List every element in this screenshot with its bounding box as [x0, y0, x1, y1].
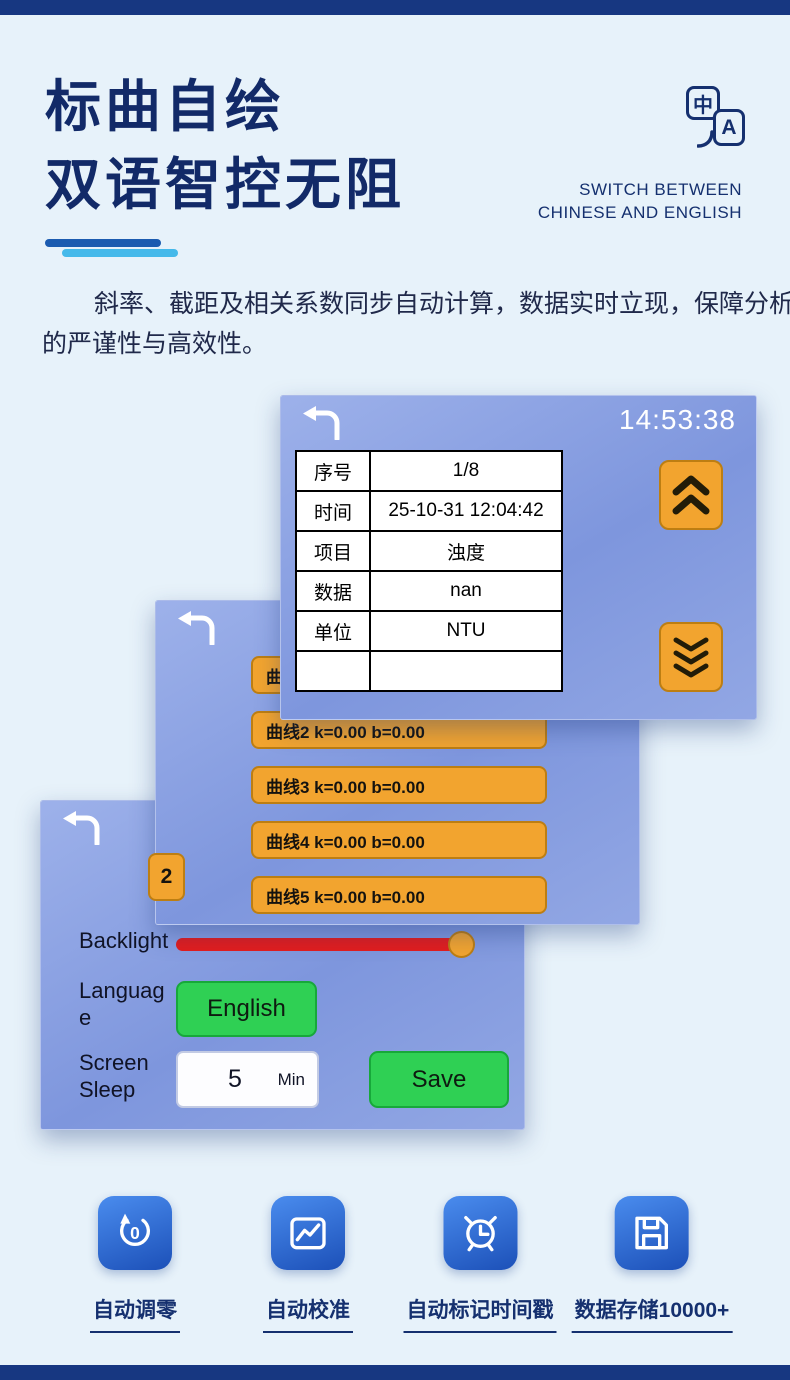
accent-bar-dark: [45, 239, 161, 247]
description: 斜率、截距及相关系数同步自动计算，数据实时立现，保障分析 的严谨性与高效性。: [42, 284, 790, 364]
table-row: 单位 NTU: [295, 610, 563, 652]
feature-auto-zero: 0 自动调零: [90, 1196, 180, 1333]
row-value: nan: [369, 570, 563, 612]
row-label: 单位: [295, 610, 371, 652]
feature-label: 自动校准: [263, 1294, 353, 1333]
row-label: [295, 650, 371, 692]
page-title: 标曲自绘 双语智控无阻: [45, 68, 405, 224]
double-chevron-up-icon: [672, 475, 710, 515]
row-label: 序号: [295, 450, 371, 492]
row-value: 1/8: [369, 450, 563, 492]
feature-label: 自动标记时间戳: [403, 1294, 557, 1333]
screen-sleep-label: Screen Sleep: [79, 1050, 149, 1102]
table-row: [295, 650, 563, 692]
feature-label: 数据存储10000+: [571, 1294, 733, 1333]
backlight-slider-knob[interactable]: [448, 931, 475, 958]
page-up-button[interactable]: [659, 460, 723, 530]
translate-chinese-char: 中: [693, 94, 713, 117]
tagline: SWITCH BETWEEN CHINESE AND ENGLISH: [538, 178, 742, 224]
auto-zero-icon: 0: [98, 1196, 172, 1270]
record-table: 序号 1/8 时间 25-10-31 12:04:42 项目 浊度 数据 nan…: [295, 450, 563, 692]
back-button[interactable]: [299, 406, 345, 442]
row-value: 25-10-31 12:04:42: [369, 490, 563, 532]
curve-button-3[interactable]: 曲线3 k=0.00 b=0.00: [251, 766, 547, 804]
row-label: 项目: [295, 530, 371, 572]
auto-calibrate-icon: [271, 1196, 345, 1270]
page-down-button[interactable]: [659, 622, 723, 692]
curve-button-5[interactable]: 曲线5 k=0.00 b=0.00: [251, 876, 547, 914]
accent-bar-light: [62, 249, 178, 257]
title-line-1: 标曲自绘: [45, 75, 285, 138]
backlight-slider-track[interactable]: [176, 938, 469, 951]
description-line-2: 的严谨性与高效性。: [42, 330, 268, 358]
data-storage-disk-icon: [614, 1196, 689, 1270]
table-row: 序号 1/8: [295, 450, 563, 492]
tagline-line-2: CHINESE AND ENGLISH: [537, 203, 742, 222]
translate-tail-icon: [697, 130, 714, 148]
timestamp-clock-icon: [443, 1196, 517, 1270]
curve-button-4[interactable]: 曲线4 k=0.00 b=0.00: [251, 821, 547, 859]
settings-partial-button[interactable]: 2: [148, 853, 185, 901]
feature-auto-timestamp: 自动标记时间戳: [403, 1196, 557, 1333]
language-label: Language: [79, 978, 165, 1030]
zero-glyph: 0: [130, 1223, 140, 1243]
translate-english-char: A: [721, 115, 737, 139]
back-button[interactable]: [174, 611, 220, 647]
feature-auto-calibrate: 自动校准: [263, 1196, 353, 1333]
back-arrow-icon: [63, 811, 100, 847]
row-label: 数据: [295, 570, 371, 612]
back-arrow-icon: [178, 611, 215, 647]
triple-chevron-down-icon: [673, 637, 709, 678]
table-row: 时间 25-10-31 12:04:42: [295, 490, 563, 532]
row-value: [369, 650, 563, 692]
tagline-line-1: SWITCH BETWEEN: [579, 180, 742, 199]
translate-icon: 中 A: [686, 86, 752, 154]
row-value: NTU: [369, 610, 563, 652]
save-button[interactable]: Save: [369, 1051, 509, 1108]
back-arrow-icon: [303, 406, 340, 442]
translate-chinese-box: 中: [686, 86, 720, 120]
backlight-label: Backlight: [79, 928, 169, 953]
title-line-2: 双语智控无阻: [45, 153, 405, 216]
description-line-1: 斜率、截距及相关系数同步自动计算，数据实时立现，保障分析: [94, 290, 790, 318]
feature-data-storage: 数据存储10000+: [571, 1196, 733, 1333]
bottom-divider-bar: [0, 1365, 790, 1380]
translate-english-box: A: [713, 109, 745, 146]
sleep-unit-label: Min: [277, 1069, 305, 1089]
feature-label: 自动调零: [90, 1294, 180, 1333]
back-button[interactable]: [59, 811, 105, 847]
row-value: 浊度: [369, 530, 563, 572]
record-screen: 14:53:38 序号 1/8 时间 25-10-31 12:04:42 项目 …: [280, 395, 757, 720]
table-row: 项目 浊度: [295, 530, 563, 572]
clock-display: 14:53:38: [619, 404, 736, 435]
table-row: 数据 nan: [295, 570, 563, 612]
top-divider-bar: [0, 0, 790, 15]
sleep-value: 5: [228, 1065, 242, 1093]
row-label: 时间: [295, 490, 371, 532]
language-button[interactable]: English: [176, 981, 317, 1037]
screen-sleep-field[interactable]: 5 Min: [176, 1051, 319, 1108]
